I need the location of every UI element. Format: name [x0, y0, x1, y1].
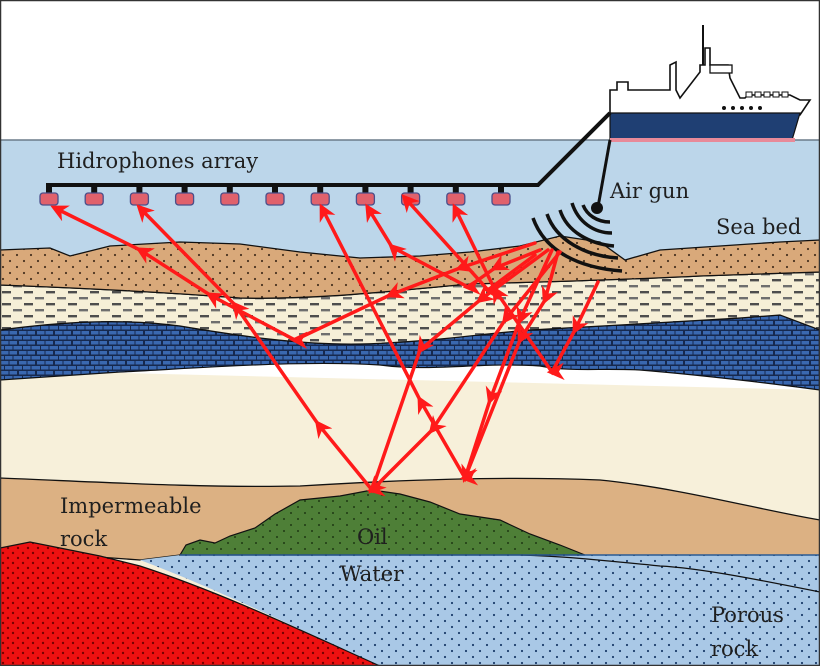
porous-top-edge: [519, 554, 820, 593]
label-porous-2: rock: [711, 637, 758, 661]
ship-bridge-window: [709, 64, 733, 74]
label-water: Water: [340, 562, 404, 586]
hydrophone-stem: [91, 185, 98, 194]
hydrophone-stem: [407, 185, 414, 194]
hydrophone-icon: [491, 192, 511, 206]
label-sea-bed: Sea bed: [716, 215, 801, 239]
streamer-cable: [46, 111, 612, 187]
hydrophone-stem: [452, 185, 459, 194]
red-intrusion: [0, 541, 381, 666]
ship-hull: [609, 112, 801, 141]
air-gun-icon: [591, 202, 603, 214]
label-impermeable-2: rock: [60, 527, 107, 551]
hydrophone-icon: [220, 192, 240, 206]
seismic-rays: [50, 194, 600, 497]
hydrophone-stem: [498, 185, 504, 194]
hydrophone-stem: [317, 185, 324, 194]
label-air-gun: Air gun: [609, 179, 689, 203]
air-gun-towline: [596, 139, 612, 208]
porous-rock-water: [140, 555, 820, 666]
hydrophone-icon: [39, 192, 59, 206]
survey-ship: [609, 25, 812, 142]
hydrophone-icon: [265, 192, 285, 206]
hydrophone-stem: [362, 185, 369, 194]
hydrophone-icon: [355, 192, 376, 206]
hydrophone-icon: [446, 192, 466, 206]
hydrophone-icon: [129, 192, 150, 206]
label-impermeable-1: Impermeable: [60, 494, 202, 518]
label-oil: Oil: [357, 525, 388, 549]
hydrophone-icon: [174, 192, 195, 206]
hydrophone-stem: [226, 185, 233, 194]
ship-waterline: [610, 138, 795, 142]
hydrophone-stem: [136, 185, 143, 194]
hydrophone-icon: [310, 192, 330, 206]
label-hydrophones: Hidrophones array: [57, 149, 258, 173]
hydrophone-stem: [272, 185, 278, 194]
seismic-ray-8: [401, 194, 537, 300]
label-porous-1: Porous: [711, 603, 784, 627]
hydrophone-stem: [181, 185, 188, 194]
hydrophone-icon: [84, 192, 104, 206]
ship-portholes: [722, 91, 789, 110]
hydrophone-stem: [46, 185, 52, 194]
